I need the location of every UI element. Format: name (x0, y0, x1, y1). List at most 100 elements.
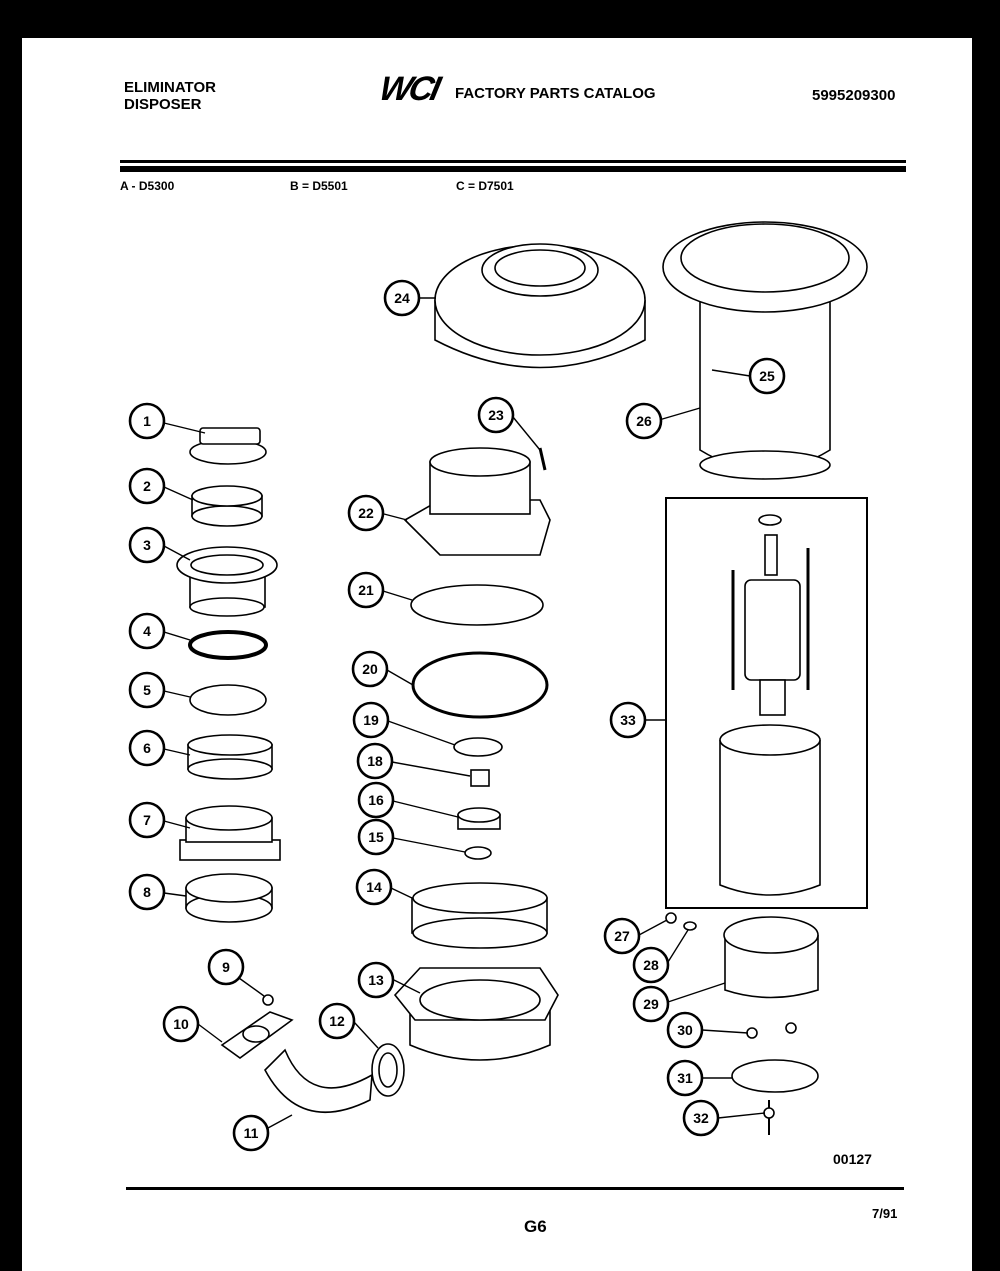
callout-5: 5 (128, 671, 166, 709)
part-15-shape (464, 846, 492, 860)
svg-text:25: 25 (759, 368, 775, 384)
brand-line-2: DISPOSER (124, 96, 202, 113)
svg-text:12: 12 (329, 1013, 345, 1029)
part-33-shape (719, 514, 821, 896)
part-24-shape (434, 243, 646, 369)
part-16-shape (457, 807, 501, 830)
part-26-shape (662, 221, 868, 480)
part-23-shape (538, 447, 547, 471)
header-rule-top (120, 160, 906, 163)
part-33-box (665, 497, 868, 909)
callout-33: 33 (609, 701, 647, 739)
part-12-shape (371, 1043, 405, 1097)
part-18-shape (470, 769, 490, 787)
callout-23: 23 (477, 396, 515, 434)
model-c: C = D7501 (456, 179, 514, 193)
callout-7: 7 (128, 801, 166, 839)
model-b: B = D5501 (290, 179, 348, 193)
model-a: A - D5300 (120, 179, 175, 193)
svg-text:23: 23 (488, 407, 504, 423)
part-9-shape (262, 994, 274, 1006)
callout-15: 15 (357, 818, 395, 856)
svg-text:14: 14 (366, 879, 382, 895)
part-30-shape (746, 1027, 758, 1039)
part-14-shape (411, 882, 548, 949)
callout-22: 22 (347, 494, 385, 532)
page-number: G6 (524, 1217, 547, 1236)
part-20-shape (411, 651, 549, 719)
callout-8: 8 (128, 873, 166, 911)
svg-text:11: 11 (244, 1125, 259, 1141)
callout-11: 11 (232, 1114, 270, 1152)
part-32-nut (763, 1107, 775, 1119)
svg-text:20: 20 (362, 661, 378, 677)
brand-line-1: ELIMINATOR (124, 79, 216, 96)
svg-text:29: 29 (643, 996, 659, 1012)
callout-32: 32 (682, 1099, 720, 1137)
callout-27: 27 (603, 917, 641, 955)
svg-text:3: 3 (143, 537, 151, 553)
svg-text:16: 16 (368, 792, 384, 808)
part-4-shape (188, 630, 268, 660)
callout-14: 14 (355, 868, 393, 906)
callout-16: 16 (357, 781, 395, 819)
svg-text:2: 2 (143, 478, 151, 494)
callout-30: 30 (666, 1011, 704, 1049)
footer-date: 7/91 (872, 1206, 898, 1221)
svg-text:31: 31 (677, 1070, 693, 1086)
part-21-shape (410, 584, 544, 626)
callout-18: 18 (356, 742, 394, 780)
svg-text:1: 1 (143, 413, 151, 429)
svg-text:30: 30 (677, 1022, 693, 1038)
callout-20: 20 (351, 650, 389, 688)
svg-text:18: 18 (367, 753, 383, 769)
svg-text:13: 13 (368, 972, 384, 988)
callout-21: 21 (347, 571, 385, 609)
callout-1: 1 (128, 402, 166, 440)
part-19-shape (453, 737, 503, 757)
part-3-shape (176, 546, 278, 617)
svg-text:6: 6 (143, 740, 151, 756)
svg-text:15: 15 (368, 829, 384, 845)
callout-19: 19 (352, 701, 390, 739)
svg-text:24: 24 (394, 290, 410, 306)
part-10-shape (220, 1011, 294, 1059)
svg-text:10: 10 (173, 1016, 189, 1032)
svg-text:27: 27 (614, 928, 630, 944)
svg-text:21: 21 (358, 582, 374, 598)
header-rule-bottom (120, 166, 906, 172)
svg-text:33: 33 (620, 712, 636, 728)
part-30b-shape (785, 1022, 797, 1034)
part-2-shape (191, 485, 263, 527)
callout-29: 29 (632, 985, 670, 1023)
callout-4: 4 (128, 612, 166, 650)
callout-9: 9 (207, 948, 245, 986)
svg-text:19: 19 (363, 712, 379, 728)
svg-text:32: 32 (693, 1110, 709, 1126)
callout-31: 31 (666, 1059, 704, 1097)
part-1-shape (189, 427, 267, 465)
part-11-shape (264, 1048, 373, 1114)
catalog-part-number: 5995209300 (812, 87, 896, 104)
svg-text:22: 22 (358, 505, 374, 521)
part-27-shape (665, 912, 677, 924)
callout-13: 13 (357, 961, 395, 999)
footer-rule (126, 1187, 904, 1190)
part-13-shape (393, 967, 559, 1061)
callout-3: 3 (128, 526, 166, 564)
part-31-shape (731, 1059, 819, 1093)
svg-text:7: 7 (143, 812, 151, 828)
svg-text:26: 26 (636, 413, 652, 429)
svg-text:9: 9 (222, 959, 230, 975)
part-8-shape (185, 873, 273, 923)
diagram-code: 00127 (833, 1151, 872, 1167)
svg-text:5: 5 (143, 682, 151, 698)
part-22-shape (403, 447, 551, 556)
svg-text:8: 8 (143, 884, 151, 900)
callout-2: 2 (128, 467, 166, 505)
callout-12: 12 (318, 1002, 356, 1040)
part-5-shape (189, 684, 267, 716)
callout-25: 25 (748, 357, 786, 395)
svg-text:4: 4 (143, 623, 151, 639)
